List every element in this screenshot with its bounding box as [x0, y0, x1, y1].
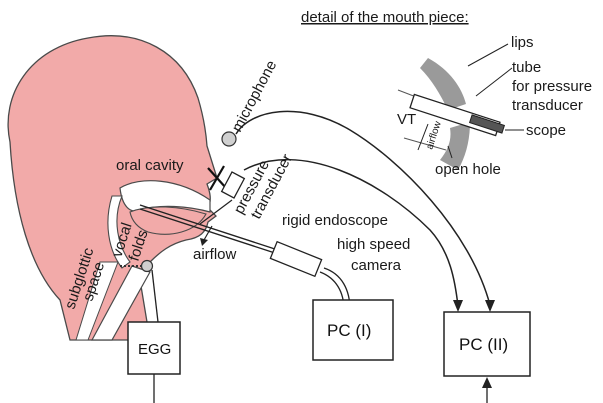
label-scope: scope: [526, 122, 566, 139]
high-speed-camera-box: [270, 242, 321, 277]
label-tube-1: tube: [512, 59, 541, 76]
egg-electrode: [142, 261, 153, 272]
inset-lips-leader: [468, 44, 508, 66]
label-egg: EGG: [138, 341, 171, 358]
label-pc2: PC (II): [459, 335, 508, 354]
pc2-input-arrow: [482, 377, 492, 388]
label-oral-cavity: oral cavity: [116, 157, 184, 174]
label-vt: VT: [397, 111, 416, 128]
airflow-arrow-head: [200, 238, 208, 246]
arrow-to-pc2-a: [485, 300, 495, 312]
label-microphone: microphone: [229, 58, 281, 135]
label-rigid-endoscope: rigid endoscope: [282, 212, 388, 229]
mouthpiece-detail-inset: [398, 44, 524, 170]
label-high-speed: high speed: [337, 236, 410, 253]
label-lips: lips: [511, 34, 534, 51]
label-pc1: PC (I): [327, 321, 371, 340]
label-tube-2: for pressure: [512, 78, 592, 95]
label-tube-3: transducer: [512, 97, 583, 114]
arrow-to-pc2-b: [453, 300, 463, 312]
label-camera: camera: [351, 257, 402, 274]
detail-title: detail of the mouth piece:: [301, 9, 469, 26]
label-airflow: airflow: [193, 246, 237, 263]
egg-cable: [152, 270, 158, 322]
label-airflow-small: airflow: [424, 119, 444, 151]
inset-tube-leader: [476, 68, 512, 96]
microphone-icon: [222, 132, 236, 146]
label-open-hole: open hole: [435, 161, 501, 178]
